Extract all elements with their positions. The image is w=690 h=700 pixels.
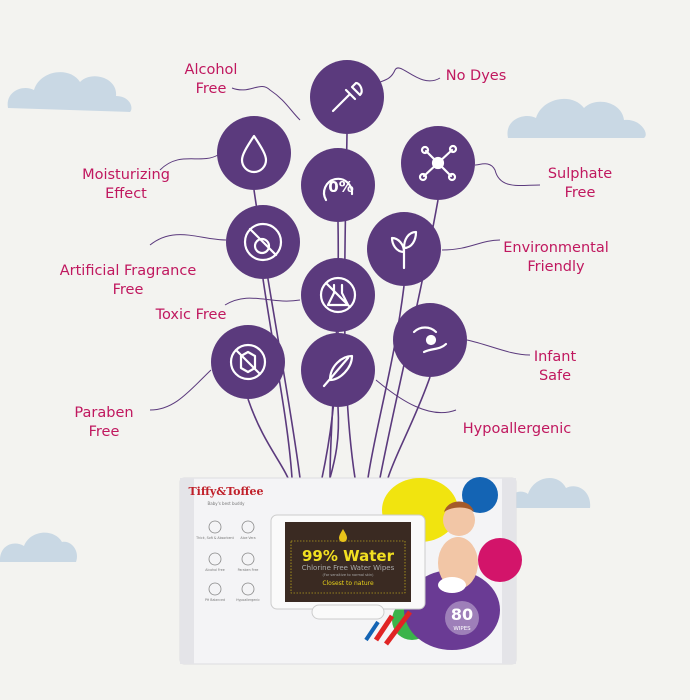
package-subtitle: Chlorine Free Water Wipes [302, 564, 395, 572]
lid: 99% Water Chlorine Free Water Wipes (For… [270, 514, 426, 620]
balloon-fragrance-free [226, 205, 300, 279]
molecule-icon [418, 144, 458, 182]
package-note: (For sensitive to normal skin) [322, 573, 374, 577]
label-toxic-free: Toxic Free [155, 307, 227, 323]
package-feature-label: Thick, Soft & Absorbent [195, 536, 234, 540]
package-headline: 99% Water [302, 547, 395, 565]
balloon-zero-percent: 0% [301, 148, 375, 222]
zero-percent-text: 0% [328, 178, 353, 196]
balloon-hypoallergenic [301, 333, 375, 407]
droplet-icon [240, 134, 268, 174]
package-feature-label: PH Balanced [205, 598, 225, 602]
leaf-icon [390, 230, 418, 270]
balloon-sulphate-free [401, 126, 475, 200]
balloon-no-dyes [310, 60, 384, 134]
brand-tagline: Baby's best buddy [208, 501, 246, 506]
hands-baby-icon [412, 326, 448, 354]
feather-icon [322, 354, 354, 388]
wipes-count: 80 [451, 605, 473, 624]
package-slogan: Closest to nature [322, 580, 374, 587]
wipes-package: 80 WIPES Tiffy&Toffee Baby's best buddy … [179, 477, 522, 665]
droplet-outline-icon [323, 177, 354, 202]
wipes-unit: WIPES [453, 626, 471, 632]
package-feature-label: Aloe Vera [240, 536, 255, 540]
cloud-icon [0, 72, 646, 562]
no-paraben-icon [229, 343, 267, 381]
package-feature-label: Paraben Free [238, 568, 259, 572]
package-feature-label: Alcohol Free [205, 568, 224, 572]
balloon-alcohol-free [217, 116, 291, 190]
no-flask-icon [319, 276, 357, 314]
balloon-environmental [367, 212, 441, 286]
label-no-dyes: No Dyes [446, 68, 507, 84]
brand-logo: Tiffy&Toffee [188, 485, 263, 498]
balloon-infant-safe [393, 303, 467, 377]
dropper-icon [331, 81, 363, 113]
label-hypoallergenic: Hypoallergenic [463, 421, 571, 437]
package-feature-icons [208, 520, 255, 596]
baby-image [438, 501, 478, 593]
balloon-toxic-free [301, 258, 375, 332]
balloon-paraben-free [211, 325, 285, 399]
package-feature-label: Hypoallergenic [236, 598, 260, 602]
no-perfume-icon [243, 222, 283, 262]
pointer-lines [149, 67, 541, 414]
